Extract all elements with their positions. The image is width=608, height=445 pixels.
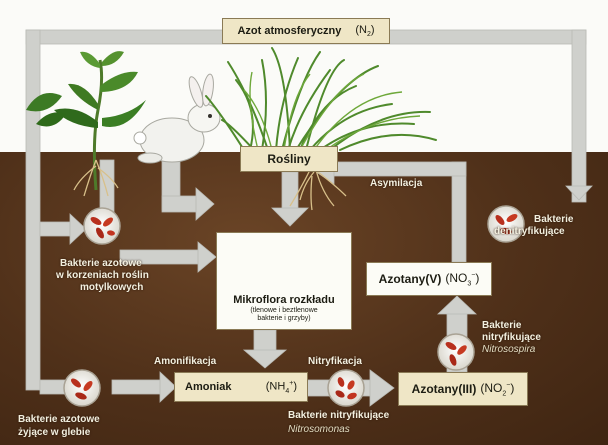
bean-plant-illustration (26, 51, 146, 190)
nitrite-box: Azotany(III) (NO2−) (398, 372, 528, 406)
left-arrow-band (26, 30, 40, 390)
nitrifying-top-label-line2: nitryfikujące (482, 332, 541, 344)
soil-bacteria-label-line1: Bakterie azotowe (18, 414, 100, 426)
assimilation-label: Asymilacja (370, 178, 422, 190)
root-bacteria-label-line1: Bakterie azotowe (60, 258, 142, 270)
ammonification-label: Amonifikacja (154, 356, 216, 368)
atmospheric-nitrogen-name: Azot atmosferyczny (237, 25, 341, 37)
nitrite-name: Azotany(III) (412, 382, 477, 396)
microflora-box: Mikroflora rozkładu (tlenowe i beztlenow… (216, 232, 352, 330)
bacteria-circle-nitrosospira (438, 334, 474, 370)
bottom-arrow-band (112, 380, 162, 394)
right-arrow-head (566, 186, 592, 200)
grass-illustration (206, 48, 436, 150)
rabbit-illustration (134, 73, 220, 163)
ammonia-box: Amoniak (NH4+) (174, 372, 308, 402)
bacteria-circle-root (84, 208, 120, 244)
bacteria-circle-nitrosomonas (328, 370, 364, 406)
microflora-note: (tlenowe i beztlenowe bakterie i grzyby) (238, 307, 330, 323)
bacteria-circle-soil (64, 370, 100, 406)
nitrosospira-label: Nitrosospira (482, 344, 535, 356)
ammonia-name: Amoniak (185, 381, 231, 393)
root-bacteria-label-line2: w korzeniach roślin (56, 270, 149, 282)
nitrification-label: Nitryfikacja (308, 356, 362, 368)
nitrifying-bottom-label: Bakterie nitryfikujące (288, 410, 389, 422)
soil-bacteria-label-line2: żyjące w glebie (18, 427, 90, 439)
microflora-title: Mikroflora rozkładu (233, 294, 334, 306)
atmospheric-nitrogen-box: Azot atmosferyczny (N2) (222, 18, 390, 44)
plants-box: Rośliny (240, 146, 338, 172)
left-branch-arrow (40, 222, 70, 236)
nitrosomonas-label: Nitrosomonas (288, 424, 350, 436)
nitrate-v-name: Azotany(V) (379, 272, 442, 286)
nitrifying-top-label-line1: Bakterie (482, 320, 521, 332)
denitrifying-label-line1: Bakterie (534, 214, 573, 226)
microflora-down-arrow (254, 330, 276, 352)
denitrifying-label-line2: denitryfikujące (494, 226, 565, 238)
right-arrow-band (572, 30, 586, 202)
nitrate-v-box: Azotany(V) (NO3−) (366, 262, 492, 296)
plants-label: Rośliny (267, 152, 310, 166)
root-bacteria-label-line3: motylkowych (80, 282, 143, 294)
assimilation-up-arrow (452, 162, 466, 262)
